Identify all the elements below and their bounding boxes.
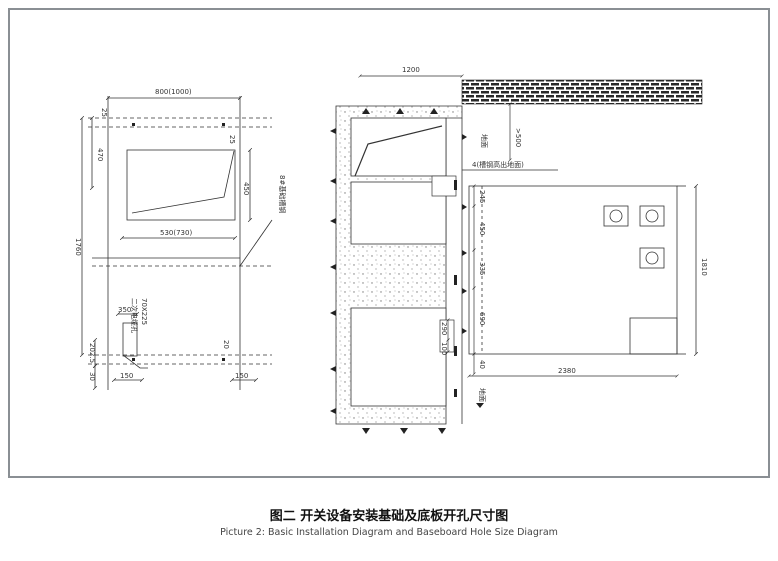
- box-note: 70X225: [140, 298, 148, 325]
- dim-470: 470: [96, 148, 104, 161]
- dim-150-left: 150: [120, 372, 133, 380]
- side-note: 8#基础槽钢: [278, 175, 287, 213]
- hole-marks: [603, 205, 665, 269]
- dim-450: 450: [242, 182, 250, 195]
- brick-wall: [461, 79, 703, 105]
- right-section-view: [330, 76, 703, 434]
- dim-500: >500: [514, 128, 522, 147]
- dim-335: 335: [478, 262, 486, 275]
- dim-40: 40: [478, 360, 486, 369]
- dim-450-right: 450: [478, 222, 486, 235]
- dim-245: 245: [478, 190, 486, 203]
- dim-100: 100: [440, 342, 448, 355]
- installation-diagram: 800(1000) 530(730) 25 25 470 450 1760 8#…: [74, 66, 708, 434]
- dim-690: 690: [478, 312, 486, 325]
- dim-290: 290: [440, 322, 448, 335]
- dim-530: 530(730): [160, 229, 192, 237]
- left-bolt-marks: [132, 123, 225, 361]
- cable-note: 二次电缆孔: [130, 298, 139, 333]
- dim-25-right: 25: [228, 135, 236, 144]
- dim-25-top: 25: [100, 108, 108, 117]
- grade-markers: [330, 108, 484, 434]
- dim-1810: 1810: [700, 258, 708, 276]
- left-dimension-labels: 800(1000) 530(730) 25 25 470 450 1760 8#…: [74, 88, 287, 381]
- dim-1200: 1200: [402, 66, 420, 74]
- dim-20: 20: [222, 340, 230, 349]
- floor-top: 地面: [480, 134, 489, 148]
- figure-frame: 800(1000) 530(730) 25 25 470 450 1760 8#…: [8, 8, 770, 478]
- dim-350: 350: [118, 306, 131, 314]
- dim-30: 30: [88, 372, 96, 381]
- dim-4: 4(槽钢高出地面): [472, 160, 524, 169]
- caption-english: Picture 2: Basic Installation Diagram an…: [220, 527, 558, 538]
- dim-1760: 1760: [74, 238, 82, 256]
- caption-chinese: 图二 开关设备安装基础及底板开孔尺寸图: [269, 509, 509, 524]
- floor-bottom: 地面: [478, 388, 487, 402]
- dim-202: 202.5: [88, 343, 96, 363]
- dim-2380: 2380: [558, 367, 576, 375]
- left-plan-view: [82, 96, 273, 390]
- dim-width-top: 800(1000): [155, 88, 192, 96]
- right-dimension-labels: 1200 >500 地面 4(槽钢高出地面) 245 450 335 690 4…: [402, 66, 708, 402]
- baseboard-plan: [468, 186, 696, 354]
- dim-150-right: 150: [235, 372, 248, 380]
